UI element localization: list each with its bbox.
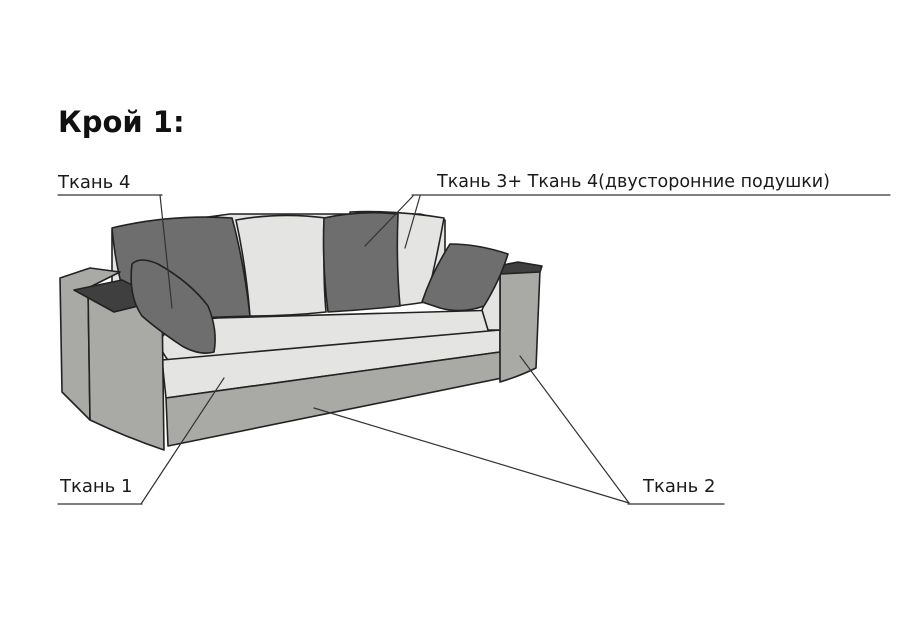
leader-fabric-2-b: [519, 355, 630, 504]
label-fabric-4: Ткань 4: [58, 172, 131, 193]
back-cushion-light-center: [235, 214, 327, 317]
throw-pillow-left: [130, 259, 216, 354]
leader-fabric-2-a: [313, 407, 630, 504]
right-armrest-front: [499, 269, 541, 383]
diagram-title: Крой 1:: [58, 105, 185, 139]
throw-pillow-right: [421, 243, 509, 312]
label-fabric-2: Ткань 2: [643, 476, 716, 497]
back-cushion-dark-center: [322, 211, 401, 313]
label-fabric-3-4-double-sided-pillows: Ткань 3+ Ткань 4(двусторонние подушки): [437, 172, 831, 192]
leader-fabric-1: [140, 377, 225, 505]
leader-fabric-3-4-a: [364, 195, 414, 247]
label-fabric-1: Ткань 1: [60, 476, 133, 497]
left-armrest-front: [87, 287, 165, 451]
leader-fabric-4: [159, 194, 173, 309]
leader-fabric-3-4-b: [404, 195, 421, 249]
